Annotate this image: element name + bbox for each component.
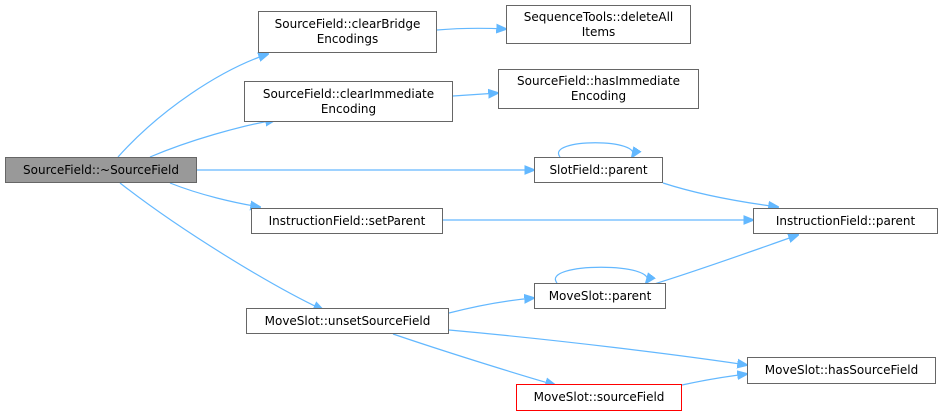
- node-moveslot-parent[interactable]: MoveSlot::parent: [534, 283, 666, 309]
- node-label: MoveSlot::sourceField: [533, 390, 665, 404]
- node-moveslot-sourcefield[interactable]: MoveSlot::sourceField: [516, 384, 682, 411]
- node-clear-immediate-encoding[interactable]: SourceField::clearImmediate Encoding: [244, 81, 453, 122]
- node-label: InstructionField::setParent: [268, 213, 426, 228]
- edge-root-to-set-parent: [169, 182, 260, 207]
- node-sourcefield-destructor: SourceField::~SourceField: [5, 157, 197, 183]
- node-clear-bridge-encodings[interactable]: SourceField::clearBridge Encodings: [258, 11, 437, 53]
- node-label: InstructionField::parent: [775, 213, 916, 228]
- edge-unset-source-to-moveslot-parent: [448, 298, 534, 314]
- node-label: SlotField::parent: [549, 162, 648, 177]
- node-instructionfield-setparent[interactable]: InstructionField::setParent: [251, 208, 443, 234]
- node-slotfield-parent[interactable]: SlotField::parent: [534, 157, 663, 183]
- edge-slotfield-parent-to-instr-parent: [662, 182, 778, 207]
- edge-source-field-to-has-source: [681, 374, 747, 386]
- node-label: SourceField::~SourceField: [23, 162, 179, 177]
- edge-moveslot-parent-self: [554, 266, 647, 283]
- node-moveslot-hassourcefield[interactable]: MoveSlot::hasSourceField: [747, 357, 936, 384]
- edge-unset-source-to-source-field: [392, 333, 555, 385]
- node-instructionfield-parent[interactable]: InstructionField::parent: [753, 208, 938, 234]
- edge-root-to-clear-bridge: [117, 54, 268, 158]
- node-sequencetools-deleteallitems[interactable]: SequenceTools::deleteAll Items: [506, 5, 691, 44]
- node-label: SourceField::clearBridge Encodings: [274, 17, 421, 46]
- node-label: SourceField::clearImmediate Encoding: [262, 86, 435, 116]
- edge-slotfield-parent-self: [557, 142, 633, 157]
- node-label: MoveSlot::hasSourceField: [764, 363, 919, 377]
- edge-moveslot-parent-to-instr-parent: [650, 235, 798, 286]
- edge-root-to-unset-source: [119, 182, 323, 310]
- node-label: MoveSlot::parent: [548, 288, 652, 303]
- node-label: MoveSlot::unsetSourceField: [264, 313, 431, 328]
- node-has-immediate-encoding[interactable]: SourceField::hasImmediate Encoding: [498, 69, 699, 109]
- edge-clear-bridge-to-delete-all: [436, 28, 506, 30]
- node-label: SequenceTools::deleteAll Items: [523, 9, 674, 39]
- edge-unset-source-to-has-source: [448, 329, 747, 365]
- edge-root-to-clear-immediate: [149, 120, 275, 158]
- node-label: SourceField::hasImmediate Encoding: [517, 74, 680, 103]
- edge-clear-immediate-to-has-immediate: [452, 93, 498, 96]
- node-moveslot-unsetsourcefield[interactable]: MoveSlot::unsetSourceField: [246, 308, 449, 334]
